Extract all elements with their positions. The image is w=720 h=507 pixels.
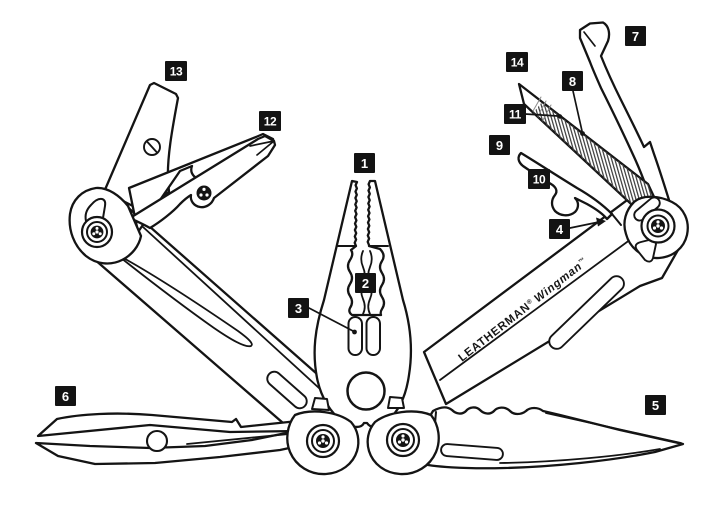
callout-badge-9: 9	[489, 135, 510, 155]
callout-badge-11: 11	[504, 104, 526, 124]
svg-text:9: 9	[496, 138, 503, 153]
torx-screw-icon	[80, 215, 114, 249]
svg-text:11: 11	[509, 108, 522, 122]
callout-badge-5: 5	[645, 395, 666, 415]
scissors	[34, 412, 310, 466]
callout-badge-1: 1	[354, 153, 375, 173]
leader-line-4	[569, 221, 600, 229]
wire-cutter-notch	[347, 316, 363, 356]
left-pivot-plate	[68, 186, 143, 265]
svg-text:8: 8	[569, 74, 576, 89]
phillips-screwdriver	[128, 134, 277, 230]
torx-screw-icon	[305, 423, 341, 459]
svg-text:4: 4	[556, 222, 564, 237]
svg-text:3: 3	[295, 301, 302, 316]
right-bottom-pivot-plate	[366, 410, 440, 476]
left-handle-spring	[115, 253, 253, 348]
svg-text:2: 2	[362, 276, 369, 291]
callout-badge-10: 10	[528, 169, 550, 189]
svg-text:12: 12	[264, 115, 277, 129]
trademark-mark: ™	[577, 256, 587, 266]
callout-badge-2: 2	[355, 273, 376, 293]
svg-text:7: 7	[632, 29, 639, 44]
callout-badge-7: 7	[625, 26, 646, 46]
torx-screw-icon	[640, 208, 676, 244]
leader-line-8	[572, 90, 583, 132]
svg-text:10: 10	[533, 173, 546, 187]
svg-text:13: 13	[170, 65, 183, 79]
leader-line-11	[524, 113, 559, 117]
callout-badge-12: 12	[259, 111, 281, 131]
svg-text:6: 6	[62, 389, 69, 404]
leader-line-3	[308, 307, 354, 332]
knife-blade	[409, 406, 685, 470]
left-bottom-pivot-plate	[286, 410, 360, 476]
registered-mark: ®	[525, 297, 534, 307]
pliers	[313, 179, 413, 429]
callout-badge-14: 14	[506, 52, 528, 72]
package-opener	[578, 21, 673, 217]
svg-text:1: 1	[361, 156, 368, 171]
callout-badge-13: 13	[165, 61, 187, 81]
pliers-pivot-hole	[346, 371, 386, 411]
leader-lines	[308, 90, 606, 335]
scissors-pivot-hole	[145, 429, 169, 453]
right-pivot-plate	[623, 195, 689, 263]
nail-nick	[440, 443, 504, 461]
svg-text:5: 5	[652, 398, 659, 413]
callout-badge-6: 6	[55, 386, 76, 406]
wire-cutter-notch	[365, 316, 381, 356]
left-handle	[84, 202, 352, 451]
handle-lock-tab	[311, 396, 405, 411]
phillips-rivet-icon	[196, 185, 212, 201]
svg-text:14: 14	[511, 56, 524, 70]
callout-badges: 1 2 3 4 5 6 7 8	[55, 26, 666, 415]
callout-badge-3: 3	[288, 298, 309, 318]
callout-badge-8: 8	[562, 71, 583, 91]
torx-screw-icon	[385, 422, 421, 458]
callout-badge-4: 4	[549, 219, 570, 239]
